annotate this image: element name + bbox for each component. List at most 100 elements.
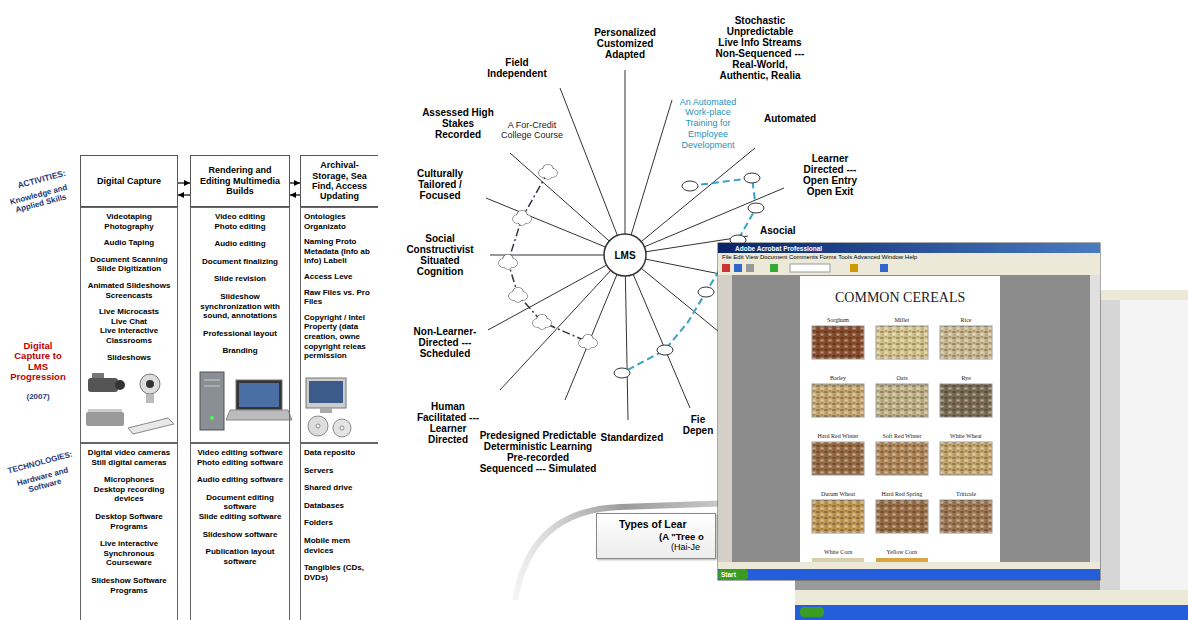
acrobat-window [812, 442, 864, 475]
acrobat-window [876, 442, 928, 475]
radial-spokes [486, 198, 625, 255]
column-cell: OntologiesOrganizatoNaming ProtoMetadata… [300, 207, 378, 443]
device-icons [306, 378, 346, 408]
page-title: COMMON CEREALS [835, 290, 965, 306]
node-text: Desktop recording devices [84, 485, 174, 504]
device-icons [86, 412, 124, 426]
node-text: Photo editing [194, 222, 286, 232]
node-text: Audio Taping [84, 238, 174, 248]
axis-label: Personalized Customized Adapted [585, 27, 665, 61]
grain-label: Rye [962, 375, 971, 382]
acrobat-window [850, 264, 858, 272]
node-text: Copyright / Intel [304, 313, 375, 323]
axis-label: Asocial [760, 225, 796, 236]
flow-arrow [178, 194, 190, 195]
training-path [748, 203, 764, 213]
node-text: Publication layout software [194, 547, 286, 566]
acrobat-window [812, 326, 864, 359]
device-icons [200, 372, 224, 430]
node-text: Live interactive Synchronous Courseware [84, 539, 174, 568]
grain-label: Hard Red Spring [882, 491, 923, 498]
path-label: A For-Credit College Course [499, 120, 565, 140]
node-text: Professional layout [194, 329, 286, 339]
axis-label: Predesigned Predictable Deterministic Le… [479, 430, 597, 475]
acrobat-window [876, 384, 928, 417]
node-text: Rendering and Editing Multimedia Builds [194, 165, 286, 196]
device-icons [88, 409, 122, 412]
back-window [795, 590, 1188, 605]
device-icons [333, 419, 351, 437]
device-icons [320, 408, 332, 413]
flow-arrow [178, 182, 190, 183]
node-text: Slideshow synchronization with sound, an… [194, 292, 286, 321]
device-icons [115, 380, 125, 390]
node-text: Files [304, 297, 375, 307]
grain-label: Triticale [956, 491, 976, 498]
node-text: Folders [304, 518, 375, 528]
acrobat-window [718, 243, 1100, 253]
grain-label: Durum Wheat [821, 491, 855, 498]
radial-spokes [510, 153, 625, 255]
acrobat-window [876, 558, 928, 562]
radial-spokes [625, 255, 628, 420]
acrobat-window [940, 500, 992, 533]
hub-circle: LMS [603, 233, 647, 277]
device-icons [86, 372, 351, 437]
node-text: Microphones [84, 475, 174, 485]
column-cell: Video editing softwarePhoto editing soft… [190, 443, 290, 620]
device-icons [316, 424, 320, 428]
device-icons [340, 426, 344, 430]
grain-label: Soft Red Winter [883, 433, 922, 440]
course-path [533, 315, 551, 330]
grain-label: White Wheat [950, 433, 982, 440]
acrobat-window [718, 275, 732, 562]
axis-label: Automated [764, 113, 816, 124]
acrobat-window [876, 500, 928, 533]
device-icons [204, 386, 220, 387]
back-window [800, 607, 824, 617]
column-cell: Digital video camerasStill digital camer… [80, 443, 178, 620]
acrobat-window [734, 264, 742, 272]
acrobat-window [770, 264, 778, 272]
axis-label: Assessed High Stakes Recorded [422, 107, 494, 141]
node-text: (Hai-Je [671, 542, 711, 553]
device-icons [239, 383, 279, 407]
node-text: Digital video cameras [84, 448, 174, 458]
acrobat-window [800, 276, 1000, 562]
axis-label: Standardized [601, 432, 664, 443]
axis-label: Culturally Tailored / Focused [402, 168, 478, 202]
menu-bar: File Edit View Document Comments Forms T… [722, 254, 917, 261]
chart-title: Digital Capture to LMS Progression [9, 341, 67, 384]
grain-label: Rice [961, 317, 972, 324]
node-text: Ontologies [304, 212, 375, 222]
back-window [795, 605, 1188, 620]
node-text: Databases [304, 501, 375, 511]
course-path [499, 255, 517, 270]
node-text: Audio editing [194, 239, 286, 249]
acrobat-window [940, 326, 992, 359]
node-text: Shared drive [304, 483, 375, 493]
course-path [508, 172, 588, 342]
flow-arrow [290, 194, 300, 195]
axis-label: Stochastic Unpredictable Live Info Strea… [716, 15, 805, 82]
node-text: Slide editing software [194, 512, 286, 522]
acrobat-window [732, 275, 1090, 562]
node-text: Photography [84, 222, 174, 232]
grain-label: Oats [897, 375, 908, 382]
radial-spokes [625, 100, 672, 255]
path-label: An Automated Work-place Training for Emp… [676, 97, 740, 152]
node-text: LMS [614, 250, 635, 261]
acrobat-window [876, 500, 928, 533]
node-text: Slideshows [84, 353, 174, 363]
acrobat-window [876, 326, 928, 359]
acrobat-window [718, 253, 1100, 261]
axis-label: Fie Depen [680, 414, 716, 436]
acrobat-window [940, 326, 992, 359]
node-text: Document Scanning [84, 255, 174, 265]
node-text: Organizato [304, 222, 375, 232]
device-icons [308, 416, 328, 436]
node-text: Still digital cameras [84, 458, 174, 468]
column-header: Archival- Storage, Sea Find, Access Upda… [300, 155, 378, 207]
